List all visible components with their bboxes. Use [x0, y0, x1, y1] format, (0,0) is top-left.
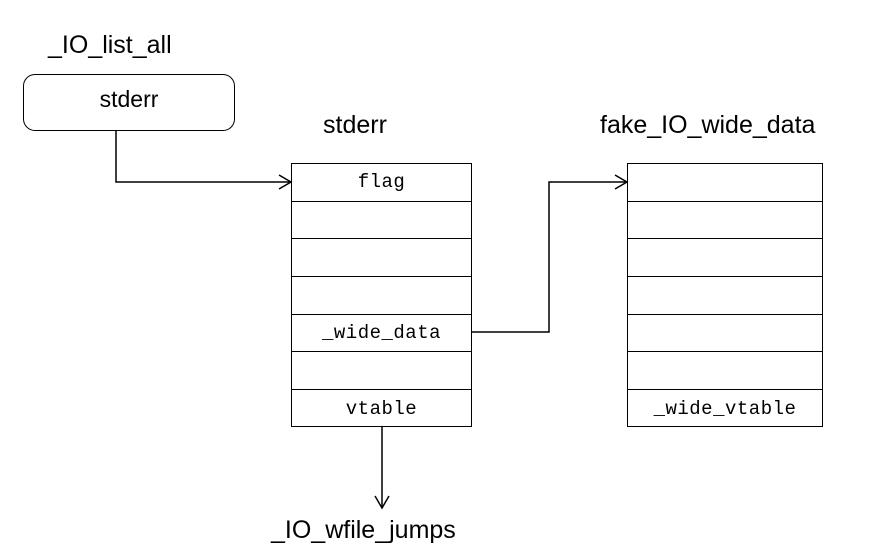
io-list-all-label: _IO_list_all — [48, 31, 172, 59]
wide-data-field-empty-3 — [628, 277, 822, 315]
stderr-struct-title: stderr — [323, 111, 387, 139]
wide-data-field-empty-1 — [628, 202, 822, 240]
wide-data-field-empty-0 — [628, 164, 822, 202]
wide-data-field-empty-2 — [628, 239, 822, 278]
wide-data-field-wide-vtable: _wide_vtable — [653, 397, 797, 420]
wide-data-to-fake-arrowhead — [614, 174, 629, 190]
pointer-to-stderr-arrowhead — [278, 174, 293, 190]
stderr-field-flag: flag — [292, 164, 471, 202]
wide-data-field-empty-5 — [628, 352, 822, 391]
stderr-field-empty-5 — [292, 352, 471, 391]
wide-data-to-fake-arrow — [472, 181, 627, 333]
io-list-all-pointer-box: stderr — [23, 74, 235, 131]
pointer-box-text: stderr — [99, 86, 159, 112]
stderr-field-empty-2 — [292, 239, 471, 278]
fake-wide-data-title: fake_IO_wide_data — [600, 111, 816, 139]
stderr-field-empty-3 — [292, 277, 471, 315]
stderr-struct: flag _wide_data vtable — [291, 163, 472, 427]
wide-data-field-empty-4 — [628, 315, 822, 353]
stderr-field-wide-data: _wide_data — [292, 315, 471, 353]
stderr-field-vtable: vtable — [345, 397, 418, 420]
io-wfile-jumps-label: _IO_wfile_jumps — [271, 516, 456, 544]
fake-wide-data-struct: _wide_vtable — [627, 163, 823, 427]
stderr-field-empty-1 — [292, 202, 471, 240]
pointer-to-stderr-arrow — [115, 131, 291, 183]
vtable-to-wfile-jumps-arrowhead — [374, 495, 390, 510]
